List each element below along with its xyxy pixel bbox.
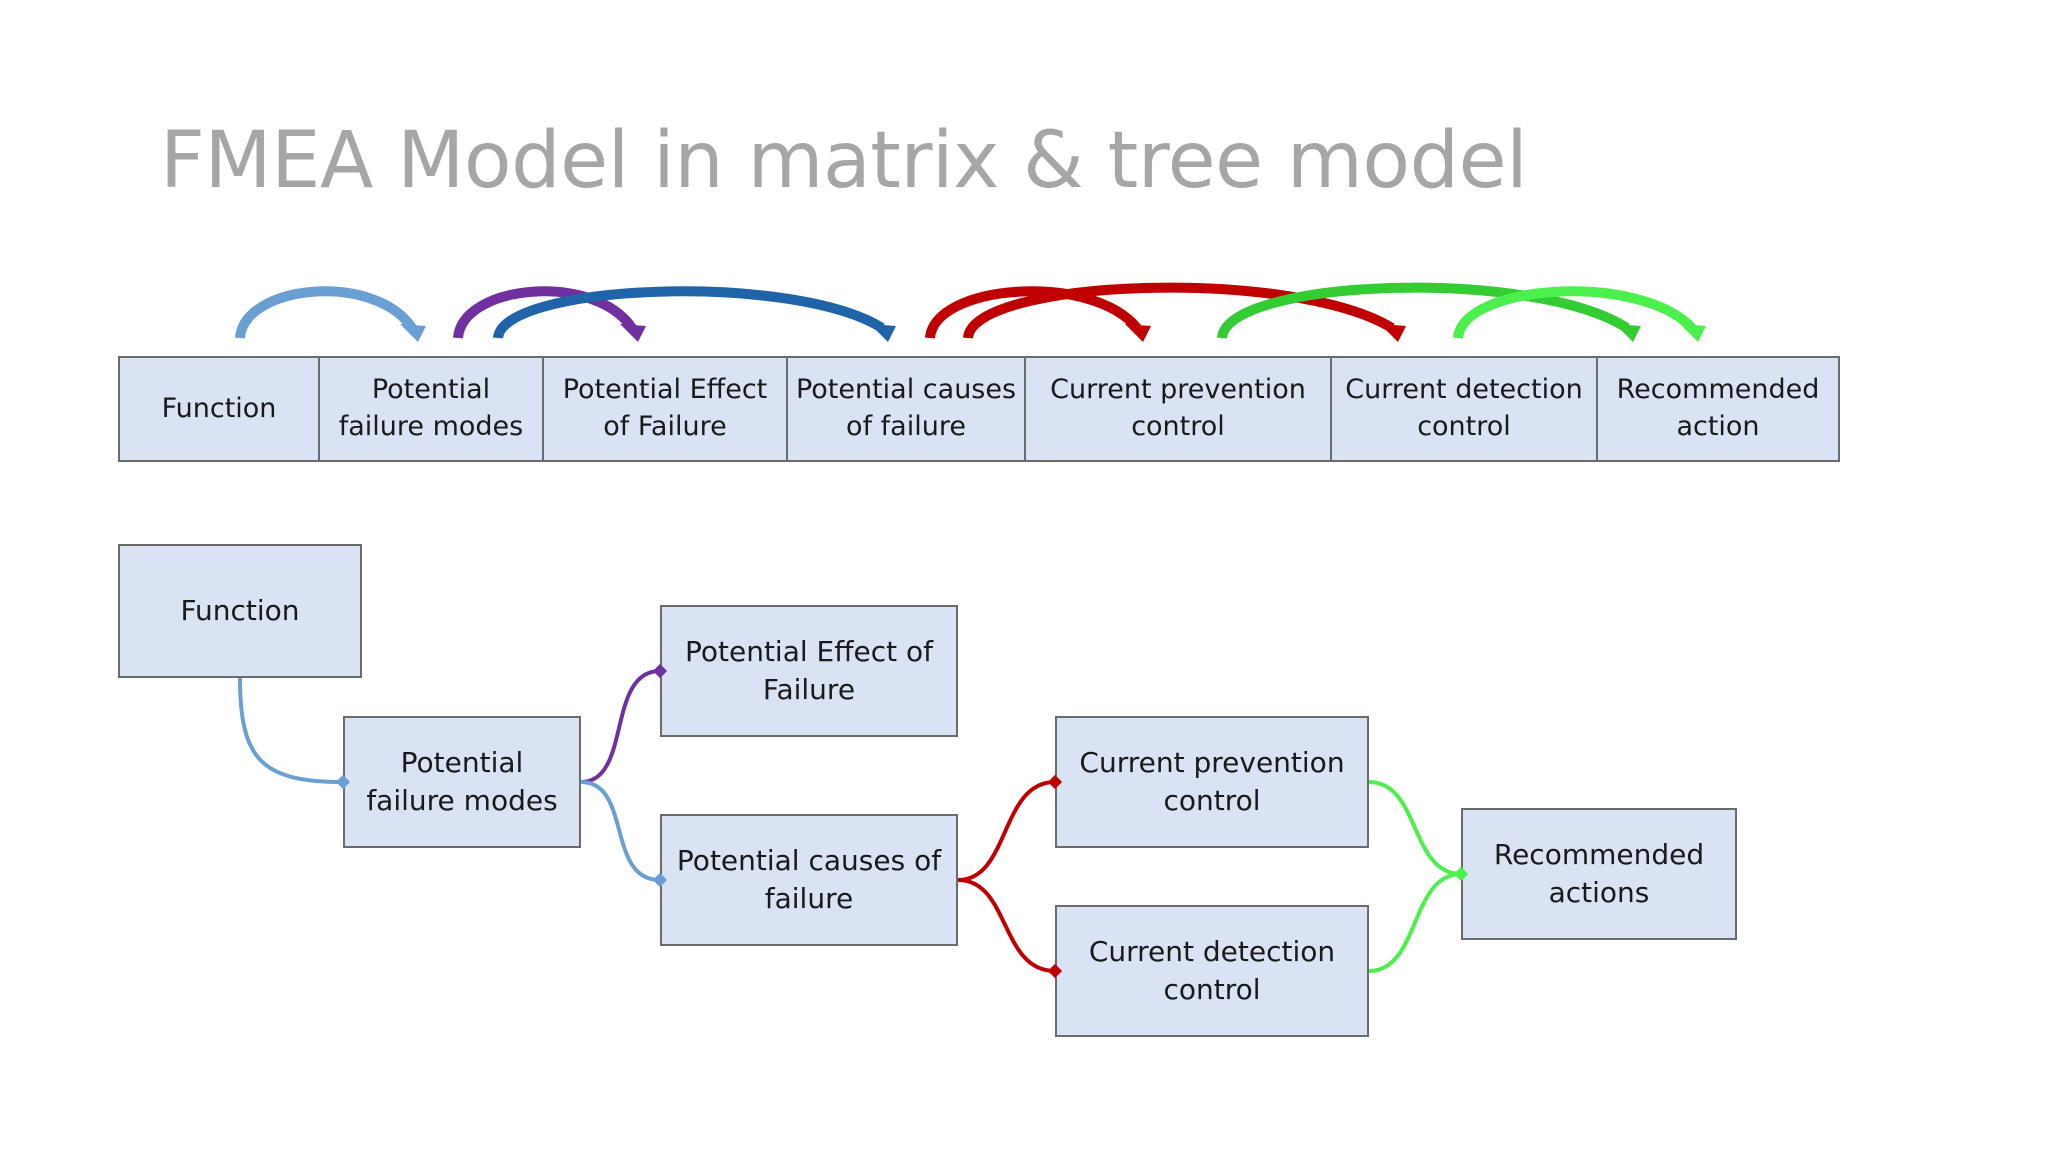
tree-node-causes-label: Potential causes of failure bbox=[676, 843, 942, 915]
matrix-cell-causes: Potential causes of failure bbox=[786, 356, 1026, 462]
tree-node-prevention-label: Current prevention control bbox=[1079, 745, 1345, 817]
matrix-arrowhead-7 bbox=[1680, 324, 1706, 342]
matrix-cell-function-label: Function bbox=[161, 392, 277, 424]
matrix-cell-recommended-label: Recommended action bbox=[1616, 374, 1820, 442]
matrix-cell-function: Function bbox=[118, 356, 320, 462]
matrix-cell-effect-label: Potential Effect of Failure bbox=[562, 374, 768, 442]
tree-connector-end-7 bbox=[1453, 866, 1469, 882]
tree-node-effect: Potential Effect of Failure bbox=[660, 605, 958, 737]
tree-node-failure-modes: Potential failure modes bbox=[343, 716, 581, 848]
matrix-arrow-1 bbox=[235, 286, 417, 339]
matrix-arrow-7 bbox=[1453, 286, 1696, 340]
tree-connector-6 bbox=[1368, 780, 1462, 876]
matrix-cell-prevention-label: Current prevention control bbox=[1050, 374, 1306, 442]
tree-node-function: Function bbox=[118, 544, 362, 678]
matrix-cell-causes-label: Potential causes of failure bbox=[795, 374, 1017, 442]
matrix-cell-effect: Potential Effect of Failure bbox=[542, 356, 788, 462]
tree-node-detection-label: Current detection control bbox=[1088, 934, 1336, 1006]
tree-connector-4 bbox=[957, 780, 1056, 882]
matrix-arrowhead-5 bbox=[1380, 324, 1406, 342]
tree-node-recommended-label: Recommended actions bbox=[1493, 837, 1705, 909]
tree-connector-end-3 bbox=[652, 872, 668, 888]
matrix-arrow-3 bbox=[493, 286, 885, 340]
tree-connector-end-5 bbox=[1047, 963, 1063, 979]
matrix-arrow-2 bbox=[453, 286, 637, 339]
tree-node-failure-modes-label: Potential failure modes bbox=[366, 745, 558, 817]
tree-connector-3 bbox=[580, 780, 661, 882]
matrix-arrow-6 bbox=[1217, 282, 1630, 340]
matrix-cell-failure-modes-label: Potential failure modes bbox=[338, 374, 524, 442]
tree-node-effect-label: Potential Effect of Failure bbox=[684, 634, 934, 706]
matrix-cell-detection-label: Current detection control bbox=[1345, 374, 1583, 442]
tree-node-function-label: Function bbox=[180, 593, 300, 627]
matrix-arrowhead-1 bbox=[400, 324, 426, 342]
tree-connector-5 bbox=[957, 878, 1056, 973]
matrix-cell-prevention: Current prevention control bbox=[1024, 356, 1332, 462]
tree-connector-7 bbox=[1368, 872, 1462, 973]
tree-node-causes: Potential causes of failure bbox=[660, 814, 958, 946]
matrix-arrowhead-4 bbox=[1125, 324, 1151, 342]
matrix-arrowhead-6 bbox=[1615, 324, 1641, 342]
matrix-arrowhead-2 bbox=[620, 324, 646, 342]
tree-connector-2 bbox=[580, 669, 661, 784]
slide-title: FMEA Model in matrix & tree model bbox=[160, 116, 1528, 206]
tree-node-detection: Current detection control bbox=[1055, 905, 1369, 1037]
tree-connector-end-2 bbox=[652, 663, 668, 679]
matrix-arrow-4 bbox=[925, 286, 1141, 340]
tree-connector-1 bbox=[238, 677, 344, 784]
matrix-cell-detection: Current detection control bbox=[1330, 356, 1598, 462]
matrix-arrowhead-3 bbox=[870, 324, 896, 342]
tree-connector-end-4 bbox=[1047, 774, 1063, 790]
tree-connector-end-1 bbox=[335, 774, 351, 790]
matrix-arrow-5 bbox=[963, 282, 1395, 340]
tree-node-prevention: Current prevention control bbox=[1055, 716, 1369, 848]
matrix-cell-recommended: Recommended action bbox=[1596, 356, 1840, 462]
